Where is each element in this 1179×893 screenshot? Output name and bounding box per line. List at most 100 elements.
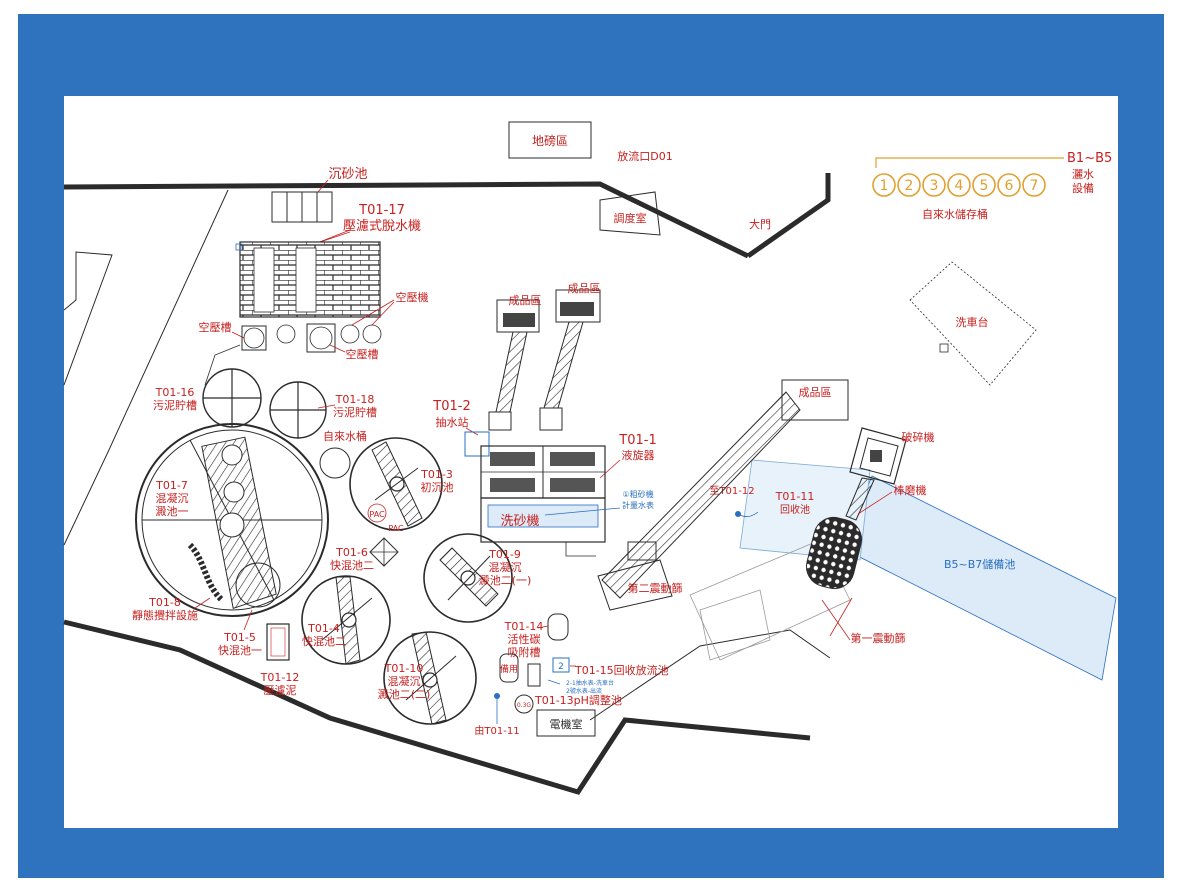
t01-3-name: 初沉池 (421, 480, 454, 494)
from-t01-11-dot (494, 693, 500, 699)
storage-tank-5 (972, 173, 996, 197)
pac-right-label: PAC (388, 524, 404, 533)
t01-6-name: 快混池二 (330, 559, 374, 572)
t01-1-name: 液旋器 (622, 448, 655, 462)
t01-7-id: T01-7 (155, 479, 188, 492)
b1-b5-label: B1~B5 (1067, 151, 1112, 166)
t01-8-id: T01-8 (148, 596, 181, 609)
west-strip (63, 251, 113, 386)
t01-4-id: T01-4 (307, 622, 340, 635)
carbon-tank-t01-14 (547, 613, 569, 641)
t01-3-id: T01-3 (420, 468, 453, 481)
t01-8-name: 靜態攪拌設施 (132, 608, 198, 622)
meter-box-2 (552, 657, 570, 673)
t01-2-id: T01-2 (432, 399, 470, 414)
outlet-label: 放流口D01 (617, 149, 672, 163)
t01-12-name: 壓濾泥 (264, 683, 297, 697)
dispatch-room-box (599, 191, 661, 236)
inner-boundary (589, 629, 831, 721)
sludge-tank-t01-18 (269, 381, 327, 439)
gate-wall (746, 173, 831, 259)
storage-tank-7 (1022, 173, 1046, 197)
air-compressor-label: 空壓機 (396, 290, 429, 304)
electric-room-box (536, 709, 596, 737)
from-t01-11-label: 由T01-11 (474, 724, 519, 737)
south-wall (63, 619, 811, 795)
small-circle-tank (514, 694, 534, 714)
inclined-conveyor (601, 391, 801, 599)
pac-left-circle (367, 503, 387, 523)
storage-tank-6 (997, 173, 1021, 197)
product-area-right: 成品區 (568, 282, 601, 295)
equipment-label-1: 灑水 (1072, 168, 1094, 181)
t01-12-id: T01-12 (260, 671, 300, 684)
crusher (849, 427, 907, 485)
t01-12-box (266, 623, 290, 661)
storage-tank-label-5: 5 (980, 178, 989, 194)
wash-platform-label: 洗車台 (956, 315, 989, 329)
t01-17-id: T01-17 (358, 203, 405, 218)
t01-15-label: T01-15回收放流池 (574, 663, 669, 677)
gate-label: 大門 (749, 217, 771, 231)
storage-tank-3 (922, 173, 946, 197)
t01-5-name: 快混池一 (218, 644, 262, 657)
wash-platform-drain (939, 343, 949, 353)
rod-mill (805, 516, 863, 590)
reserve-pond-label: B5~B7儲備池 (944, 558, 1015, 571)
product-area-right-label: 成品區 (799, 386, 832, 399)
sand-pit-label: 沉砂池 (328, 167, 367, 182)
electric-room-label: 電機室 (550, 717, 583, 731)
t01-10-id: T01-10 (384, 662, 424, 675)
air-tank-left (241, 325, 267, 351)
product-area-left: 成品區 (509, 294, 542, 307)
t01-18-id: T01-18 (335, 393, 375, 406)
t01-16-name: 污泥貯槽 (153, 399, 197, 412)
sand-washer-box (480, 497, 606, 543)
tap-water-label: 自來水桶 (323, 429, 367, 443)
t01-13-label: T01-13pH調整池 (534, 693, 622, 707)
dispatch-room-label: 調度室 (614, 211, 647, 225)
flow-meter-line1: ①粗砂機 (622, 489, 653, 499)
sludge-tank-t01-16 (202, 368, 262, 428)
t01-11-id: T01-11 (775, 490, 815, 503)
flow-meter-line2: 計量水表 (622, 500, 654, 510)
t01-2-name: 抽水站 (436, 415, 469, 429)
product-area-right-box (781, 379, 849, 421)
primary-settling-t01-3 (349, 437, 443, 531)
t01-10-line1: 混凝沉 (388, 674, 421, 688)
t01-17-name: 壓濾式脫水機 (343, 219, 421, 234)
t01-7-line2: 澱池一 (156, 505, 189, 518)
storage-tank-label-7: 7 (1030, 178, 1039, 194)
t01-10-line2: 澱池二(二) (378, 688, 431, 701)
storage-tank-4 (947, 173, 971, 197)
storage-tank-2 (897, 173, 921, 197)
sand-washer-label: 洗砂機 (500, 514, 539, 529)
conveyor-right (539, 289, 601, 431)
t01-14-id: T01-14 (504, 620, 544, 633)
second-screen-box (597, 559, 673, 611)
storage-tank-label-2: 2 (905, 178, 914, 194)
small-circle-label: 0.3G (517, 702, 532, 709)
pac-left-label: PAC (369, 510, 385, 519)
soil-area-label: 地磅區 (532, 133, 568, 148)
crusher-label: 破碎機 (902, 430, 935, 444)
second-screen-label: 第二震動篩 (628, 581, 683, 595)
t01-16-id: T01-16 (155, 386, 195, 399)
t01-9-id: T01-9 (488, 548, 521, 561)
platform-outline (689, 539, 851, 661)
storage-tank-1 (872, 173, 896, 197)
t01-9-line1: 混凝沉 (489, 560, 522, 574)
meter-box-num: 2 (558, 662, 564, 672)
t01-6-id: T01-6 (335, 546, 368, 559)
first-screen-label: 第一震動篩 (851, 631, 906, 645)
spare-label: 備用 (500, 663, 518, 675)
conveyor-left (488, 299, 540, 431)
air-tank-right-label: 空壓槽 (346, 347, 379, 361)
storage-caption: 自來水儲存桶 (922, 207, 988, 221)
rod-mill-label: 棒磨機 (894, 483, 927, 497)
clarifier-t01-4 (301, 575, 391, 665)
storage-tank-label-1: 1 (880, 178, 889, 194)
